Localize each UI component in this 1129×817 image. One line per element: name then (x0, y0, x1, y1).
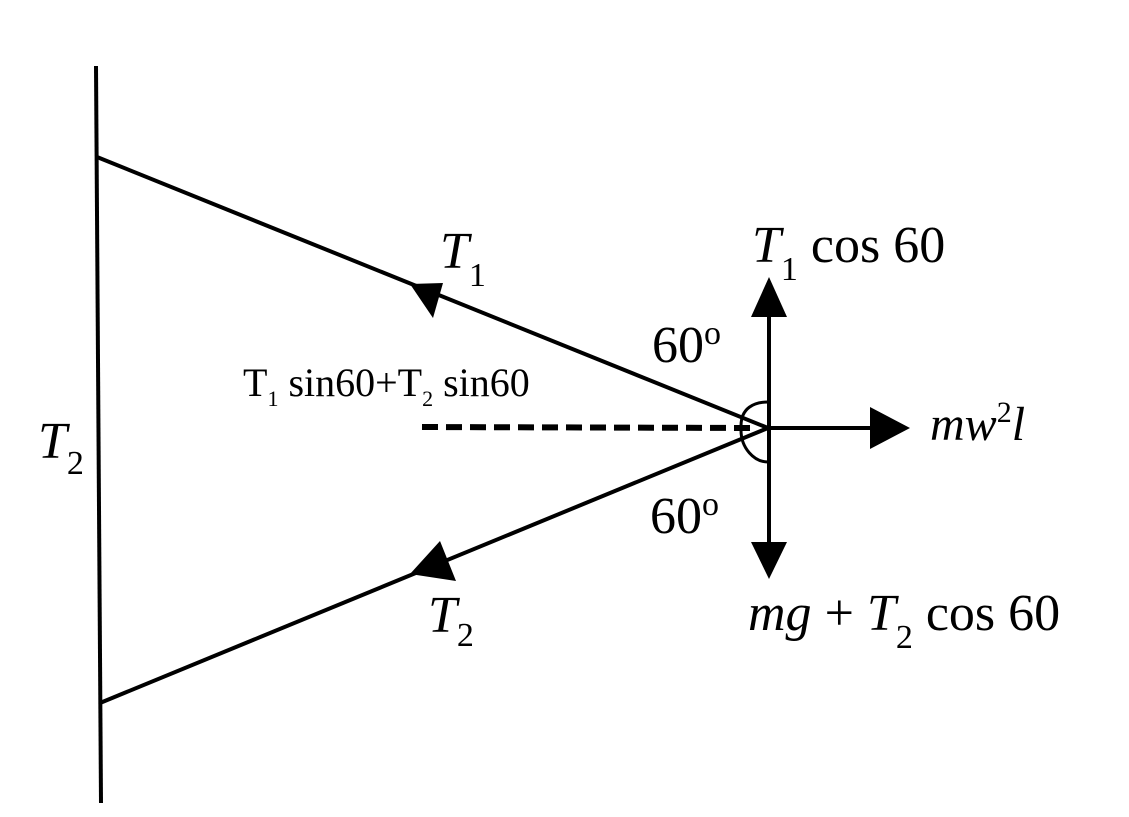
down-arrowhead (751, 542, 787, 579)
lower-angle-arc (739, 429, 769, 464)
vertical-rod (94, 65, 103, 804)
lower-angle-label: 60o (650, 486, 719, 545)
upper-angle-label: 60o (652, 315, 721, 374)
upper-string-label: T1 (440, 223, 486, 294)
upper-string-arrowhead (410, 283, 443, 318)
upper-angle-arc (739, 400, 769, 427)
horizontal-force-label: mw2l (930, 396, 1025, 451)
lower-string-label: T2 (428, 587, 474, 654)
resultant-label: T1 sin60+T2 sin60 (243, 360, 530, 411)
lower-string-arrowhead (410, 541, 456, 581)
dashed-resultant-line (421, 424, 753, 431)
right-arrowhead (870, 407, 910, 449)
up-arrowhead (751, 277, 787, 317)
downward-force-label: mg + T2 cos 60 (748, 585, 1060, 656)
upward-force-label: T1 cos 60 (752, 217, 945, 288)
rod-tension-label: T2 (38, 413, 84, 482)
